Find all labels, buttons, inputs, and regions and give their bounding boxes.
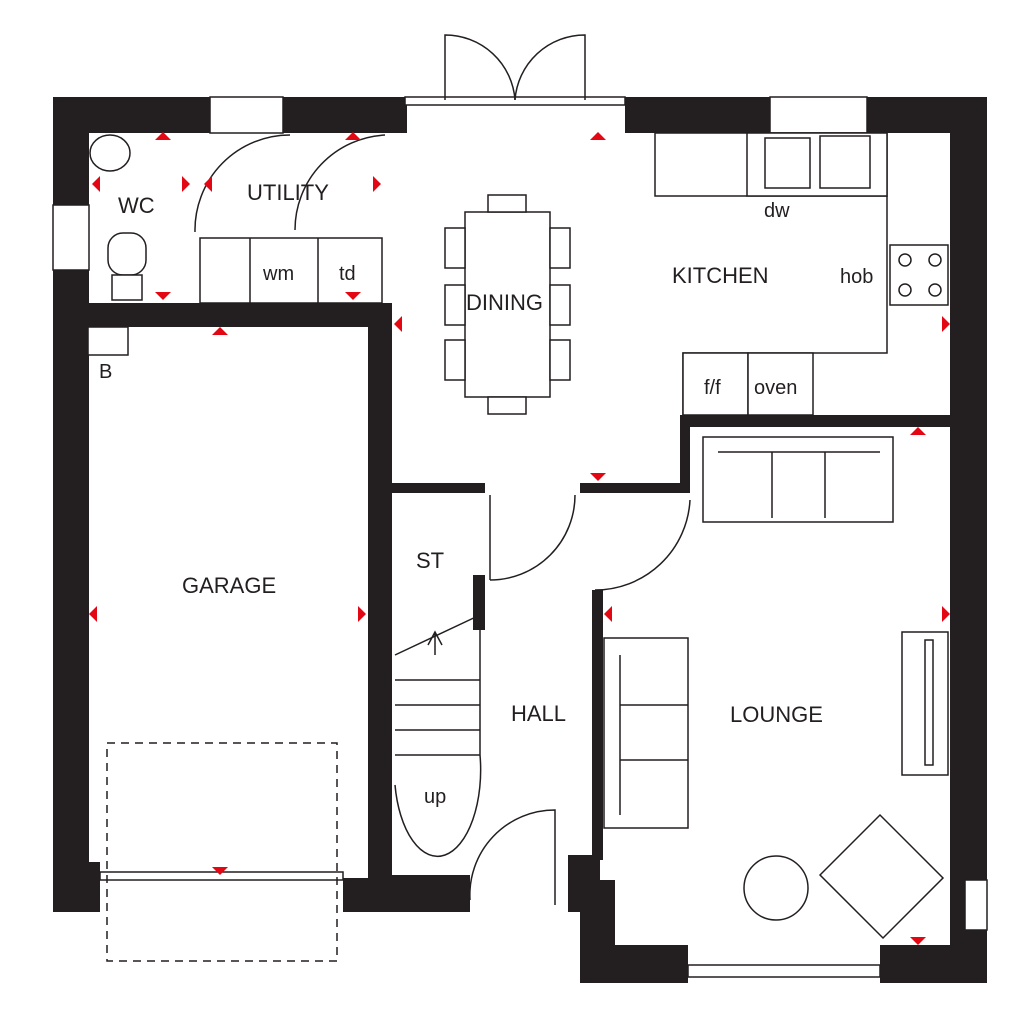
label-wm: wm bbox=[262, 263, 294, 285]
labels: WC UTILITY wm td DINING KITCHEN dw hob f… bbox=[99, 180, 873, 808]
room-label-hall: HALL bbox=[511, 701, 566, 726]
room-label-kitchen: KITCHEN bbox=[672, 263, 769, 288]
walls bbox=[53, 97, 987, 983]
room-label-lounge: LOUNGE bbox=[730, 702, 823, 727]
doors bbox=[99, 34, 691, 962]
room-label-garage: GARAGE bbox=[182, 573, 276, 598]
label-oven: oven bbox=[754, 377, 797, 399]
windows bbox=[52, 96, 988, 978]
label-td: td bbox=[339, 263, 356, 285]
label-stairs-up: up bbox=[424, 786, 446, 808]
room-label-utility: UTILITY bbox=[247, 180, 329, 205]
fixtures bbox=[87, 132, 949, 940]
room-label-dining: DINING bbox=[466, 290, 543, 315]
room-label-store: ST bbox=[416, 548, 444, 573]
label-dw: dw bbox=[764, 200, 790, 222]
room-label-wc: WC bbox=[118, 193, 155, 218]
label-boiler: B bbox=[99, 361, 112, 383]
label-hob: hob bbox=[840, 266, 873, 288]
label-ff: f/f bbox=[704, 377, 721, 399]
